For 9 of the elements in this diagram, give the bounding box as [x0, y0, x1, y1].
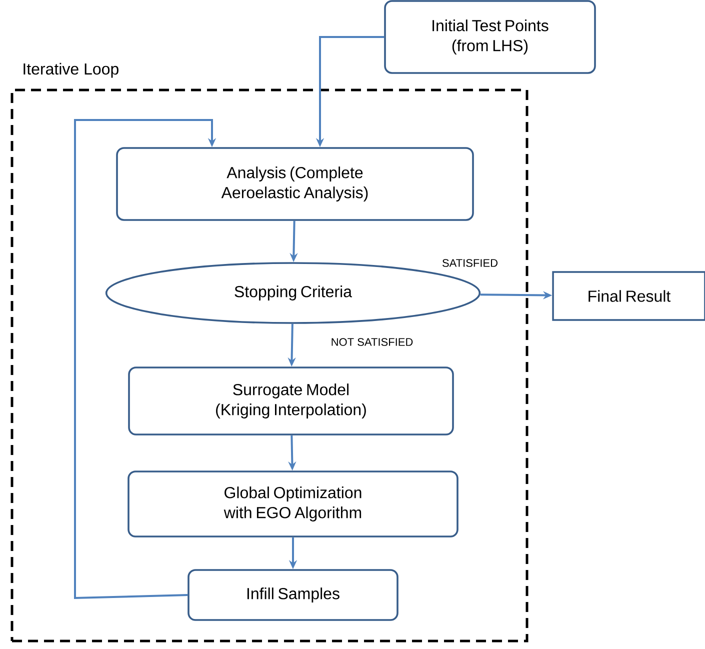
node-label: Iterative Loop: [24, 62, 118, 78]
process-box: Surrogate Model (Kriging Interpolation): [128, 366, 454, 436]
process-box: Global Optimization with EGO Algorithm: [128, 470, 458, 538]
edge-label: NOT SATISFIED: [330, 337, 414, 347]
result-box: Final Result: [552, 271, 705, 321]
process-box: Initial Test Points (from LHS): [384, 0, 596, 74]
process-box: Analysis (Complete Aeroelastic Analysis): [116, 147, 474, 221]
process-box: Infill Samples: [188, 569, 398, 621]
arrow: [74, 119, 216, 600]
